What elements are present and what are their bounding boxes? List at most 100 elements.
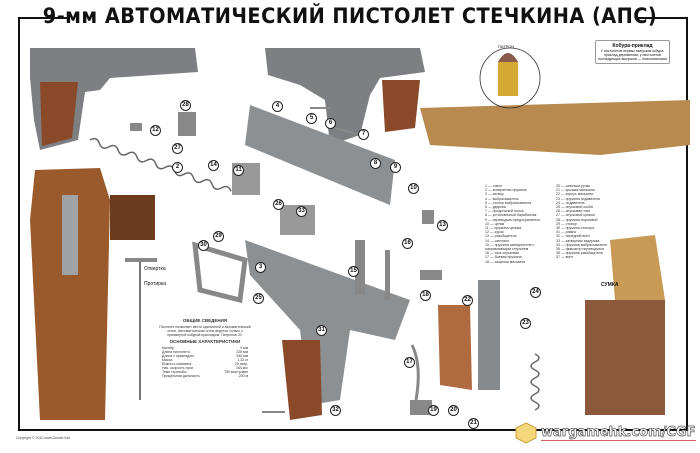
recoil-spring xyxy=(89,137,232,192)
legend-item: 36 — пружина разобщителя xyxy=(556,251,603,256)
spec-name: Длина пистолета xyxy=(162,350,190,354)
spec-row: Темп стрельбы 750 выстр/мин xyxy=(162,370,248,374)
callout-number: 8 xyxy=(370,158,381,169)
legend-item: 11 — пружина целика xyxy=(485,226,522,231)
spec-value: 200 м xyxy=(238,374,248,378)
callout-number: 11 xyxy=(233,165,244,176)
spec-value: 750 выстр/мин xyxy=(224,370,248,374)
callout-number: 7 xyxy=(358,129,369,140)
spec-name: Нач. скорость пули xyxy=(162,366,194,370)
info-panel: ОБЩИЕ СВЕДЕНИЯ Пистолет позволяет вести … xyxy=(150,316,260,378)
spec-row: Ёмкость магазина 20 патр. xyxy=(162,362,248,366)
callout-number: 3 xyxy=(255,262,266,273)
pistol-assembled-left xyxy=(30,48,198,150)
callout-number: 10 xyxy=(408,183,419,194)
legend-item: 21 — крышка магазина xyxy=(556,188,595,193)
callout-number: 2 xyxy=(172,162,183,173)
legend-item: 31 — рамка xyxy=(556,230,576,235)
legend-item: 3 — затвор xyxy=(485,192,504,197)
spec-value: 340 м/с xyxy=(236,366,248,370)
legend-item: 28 — пружина спусковой xyxy=(556,217,598,222)
legend-item: 13 — разобщитель xyxy=(485,234,517,239)
callout-number: 30 xyxy=(198,240,209,251)
callout-number: 5 xyxy=(306,113,317,124)
callout-number: 22 xyxy=(462,295,473,306)
legend-item: 26 — спусковая тяга xyxy=(556,209,591,214)
frame xyxy=(245,240,410,405)
callout-number: 17 xyxy=(404,357,415,368)
legend-item: 12 — курок xyxy=(485,230,504,235)
legend-item: 8 — установочный барабанчик xyxy=(485,213,537,218)
callout-number: 29 xyxy=(213,231,224,242)
callout-number: 21 xyxy=(468,418,479,429)
spec-row: Нач. скорость пули 340 м/с xyxy=(162,366,248,370)
callout-number: 9 xyxy=(390,162,401,173)
watermark: wargamehk.com/CGF xyxy=(515,422,696,444)
callout-number: 25 xyxy=(253,293,264,304)
screwdriver-label: Отвертка xyxy=(144,266,166,272)
spec-name: Длина с прикладом xyxy=(162,354,194,358)
holster xyxy=(30,168,110,420)
frame-top-right xyxy=(638,17,688,19)
legend-item: 33 — затворная задержка xyxy=(556,238,600,243)
specs-title: ОСНОВНЫЕ ХАРАКТЕРИСТИКИ xyxy=(169,339,241,344)
legend-item: 9 — переводчик-предохранитель xyxy=(485,217,541,222)
callout-number: 24 xyxy=(530,287,541,298)
legend-item: 7 — продольный плоск. xyxy=(485,209,525,214)
general-title: ОБЩИЕ СВЕДЕНИЯ xyxy=(182,318,228,323)
cartridge-label: ПАТРОН xyxy=(498,44,515,49)
callout-number: 26 xyxy=(273,199,284,210)
callout-number: 18 xyxy=(420,290,431,301)
grip-right xyxy=(438,305,472,390)
spec-value: 20 патр. xyxy=(234,362,248,366)
magazine xyxy=(478,280,500,390)
legend-item: 27 — спусковой крючок xyxy=(556,213,595,218)
spec-row: Калибр 9 мм xyxy=(162,346,248,350)
callout-number: 23 xyxy=(520,318,531,329)
bag-flap xyxy=(610,235,665,300)
legend-item: 32 — передний винт xyxy=(556,234,591,239)
legend-item: 6 — ударник xyxy=(485,205,506,210)
stock-holster xyxy=(420,100,690,155)
magazine-spring xyxy=(530,353,540,411)
watermark-logo-icon xyxy=(515,422,537,444)
legend-item: 1 — ствол xyxy=(485,184,502,188)
spec-name: Ёмкость магазина xyxy=(162,362,192,366)
legend-item: 22 — корпус магазина xyxy=(556,192,593,197)
general-text: Пистолет позволяет вести одиночный и авт… xyxy=(159,325,251,337)
spec-name: Прицельная дальность xyxy=(162,374,200,378)
legend-item: 2 — возвратная пружина xyxy=(485,188,527,193)
legend-item: 16 — тяга спусковая xyxy=(485,251,520,256)
spec-value: 9 мм xyxy=(240,346,248,350)
legend-item: 4 — выбрасыватель xyxy=(485,196,519,201)
pistol-assembled-right xyxy=(265,48,425,145)
stock-note-title: Кобура-приклад xyxy=(612,43,653,49)
legend-item: 20 — шпилька ручки xyxy=(556,184,591,188)
legend-item: 14 — шептало xyxy=(485,238,510,243)
holster-cap xyxy=(110,195,155,240)
legend-item: 23 — пружина подавателя xyxy=(556,196,600,201)
legend-item: 25 — спусковой скоба xyxy=(556,205,593,210)
callout-number: 12 xyxy=(150,125,161,136)
spec-name: Темп стрельбы xyxy=(162,370,187,374)
spec-name: Калибр xyxy=(162,346,174,350)
legend-item: 34 — пружина выбрасывателя xyxy=(556,242,607,247)
callout-number: 13 xyxy=(437,220,448,231)
callout-number: 27 xyxy=(172,143,183,154)
spec-value: 1,22 кг xyxy=(237,358,248,362)
cartridge xyxy=(498,62,518,96)
callout-number: 16 xyxy=(402,238,413,249)
cartridge-circle xyxy=(479,47,541,109)
callout-number: 28 xyxy=(180,100,191,111)
watermark-text: wargamehk.com/CGF xyxy=(541,425,696,441)
callout-number: 32 xyxy=(330,405,341,416)
legend-item: 29 — стопор xyxy=(556,221,577,226)
rod-label: Протирка xyxy=(144,281,166,287)
legend-item: 18 — защелка магазина xyxy=(485,259,526,264)
callout-number: 4 xyxy=(272,101,283,112)
